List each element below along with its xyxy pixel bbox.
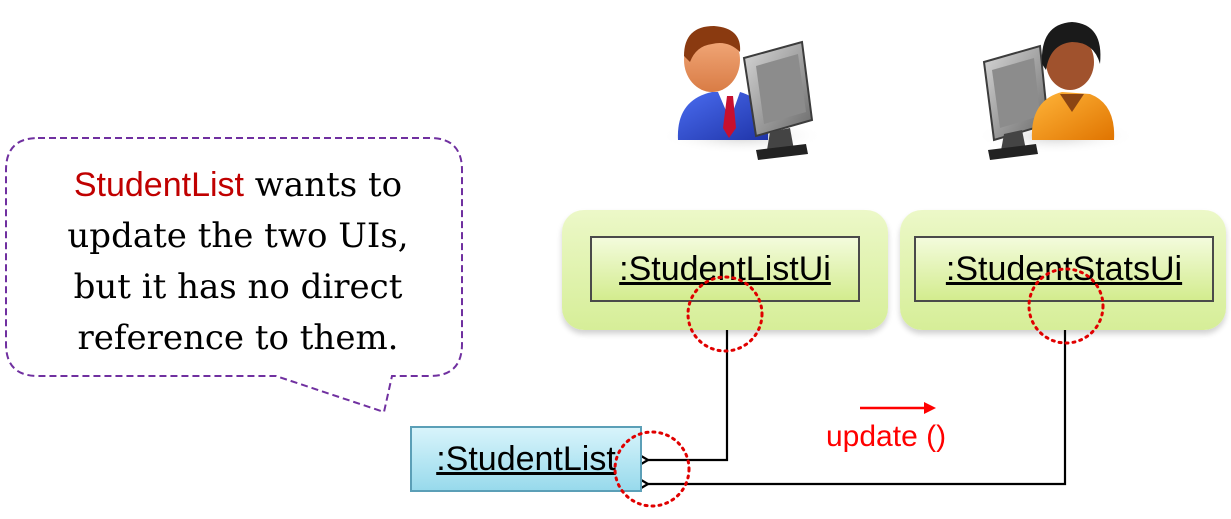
callout-text: StudentList wants to update the two UIs,… — [18, 160, 458, 364]
callout-bubble — [5, 137, 463, 414]
callout-line-1-rest: wants to — [243, 165, 403, 205]
update-arrow — [860, 402, 936, 414]
callout-line-3: but it has no direct — [73, 267, 403, 307]
callout-line-4: reference to them. — [77, 318, 399, 358]
studentlist-highlight: StudentList — [73, 166, 244, 204]
connector-statsui-to-studentlist — [648, 300, 1067, 484]
student-stats-ui-object[interactable]: :StudentStatsUi — [914, 236, 1214, 302]
male-user-at-computer-icon — [660, 26, 824, 160]
female-user-at-computer-icon — [976, 22, 1136, 160]
callout-line-2: update the two UIs, — [67, 216, 409, 256]
update-label: update () — [826, 420, 947, 453]
callout-line-1: StudentList wants to — [18, 160, 458, 211]
student-list-ui-object[interactable]: :StudentListUi — [590, 236, 860, 302]
student-list-object[interactable]: :StudentList — [410, 426, 642, 492]
